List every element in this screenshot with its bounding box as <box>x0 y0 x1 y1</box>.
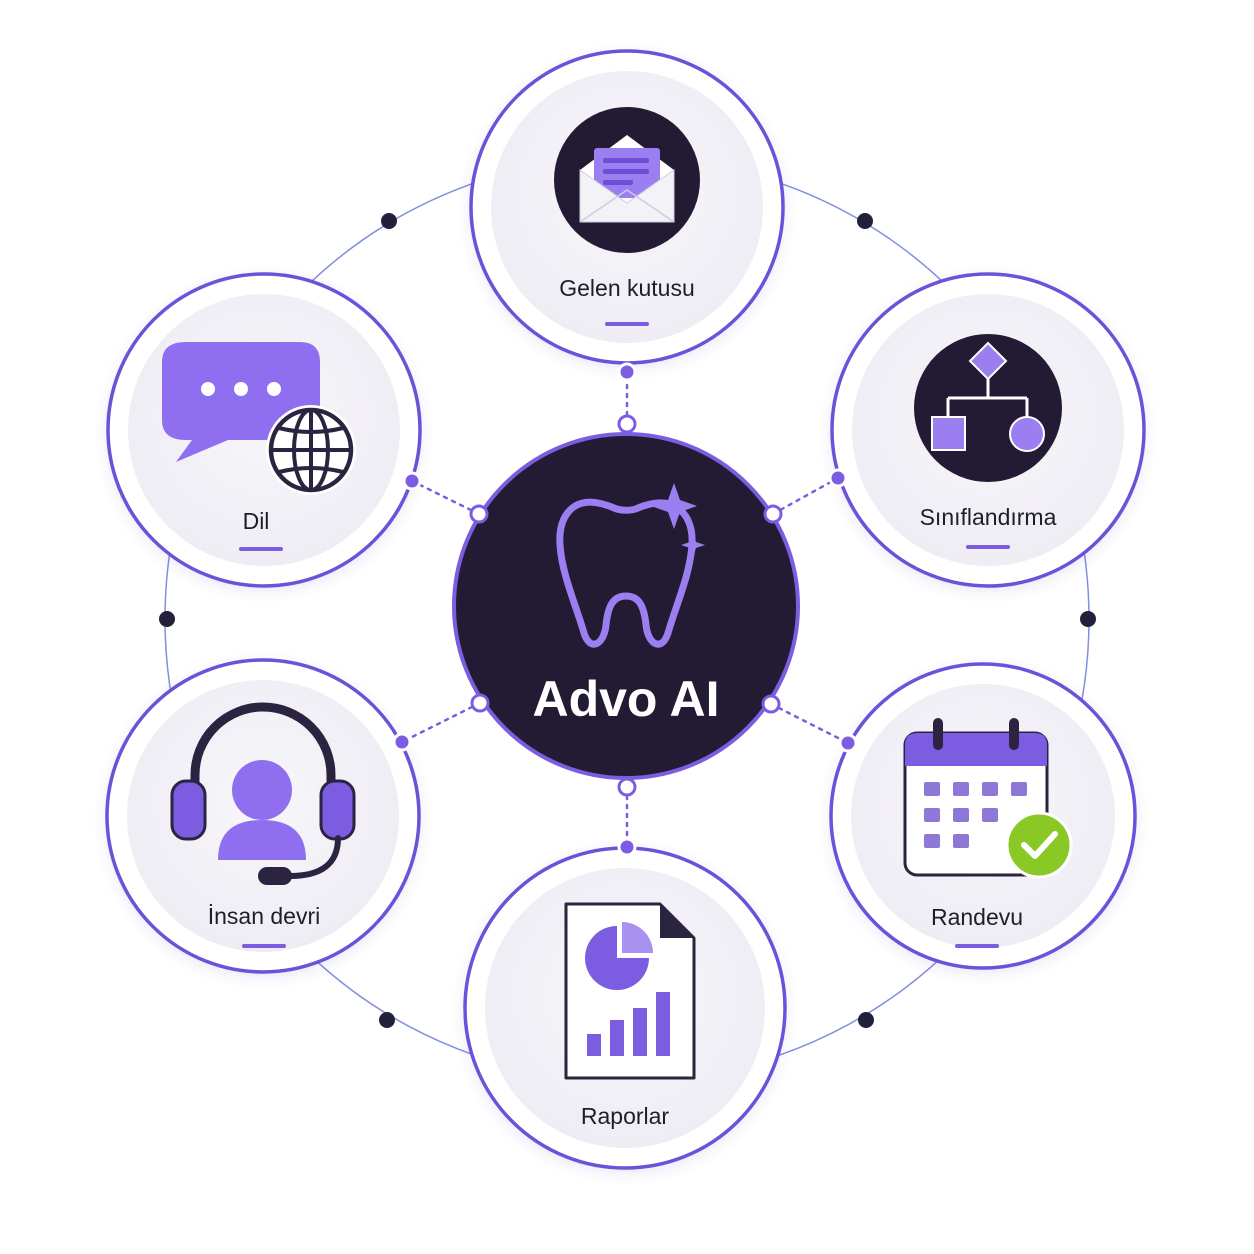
headset-agent-icon <box>170 702 356 885</box>
connector-classification <box>771 476 840 516</box>
flowchart-icon <box>914 334 1062 482</box>
report-chart-icon <box>564 902 696 1080</box>
connector-handoff <box>400 701 482 744</box>
tooth-sparkle-icon <box>556 483 705 648</box>
label-inbox: Gelen kutusu <box>559 275 695 301</box>
center-title: Advo AI <box>532 671 719 727</box>
label-language: Dil <box>243 508 270 534</box>
orbit-dot <box>381 213 397 229</box>
underline-inbox <box>605 322 649 326</box>
label-classification: Sınıflandırma <box>920 504 1057 530</box>
center-hub: Advo AI <box>452 432 800 780</box>
underline-appointment <box>955 944 999 948</box>
connector-endpoints <box>392 362 858 857</box>
label-reports: Raporlar <box>581 1103 670 1129</box>
chat-globe-icon <box>162 342 356 495</box>
calendar-check-icon <box>903 718 1073 879</box>
underline-classification <box>966 545 1010 549</box>
orbit-dot <box>379 1012 395 1028</box>
hub-anchors <box>469 414 783 797</box>
orbit-dot <box>857 213 873 229</box>
underline-handoff <box>242 944 286 948</box>
connector-appointment <box>769 702 850 745</box>
orbit-dot <box>1080 611 1096 627</box>
label-appointment: Randevu <box>931 904 1023 930</box>
orbit-dots <box>159 213 1096 1028</box>
envelope-icon <box>554 107 700 253</box>
orbit-dot <box>159 611 175 627</box>
connectors <box>400 370 850 849</box>
underline-language <box>239 547 283 551</box>
orbit-dot <box>858 1012 874 1028</box>
connector-language <box>410 479 481 516</box>
label-handoff: İnsan devri <box>208 903 321 929</box>
